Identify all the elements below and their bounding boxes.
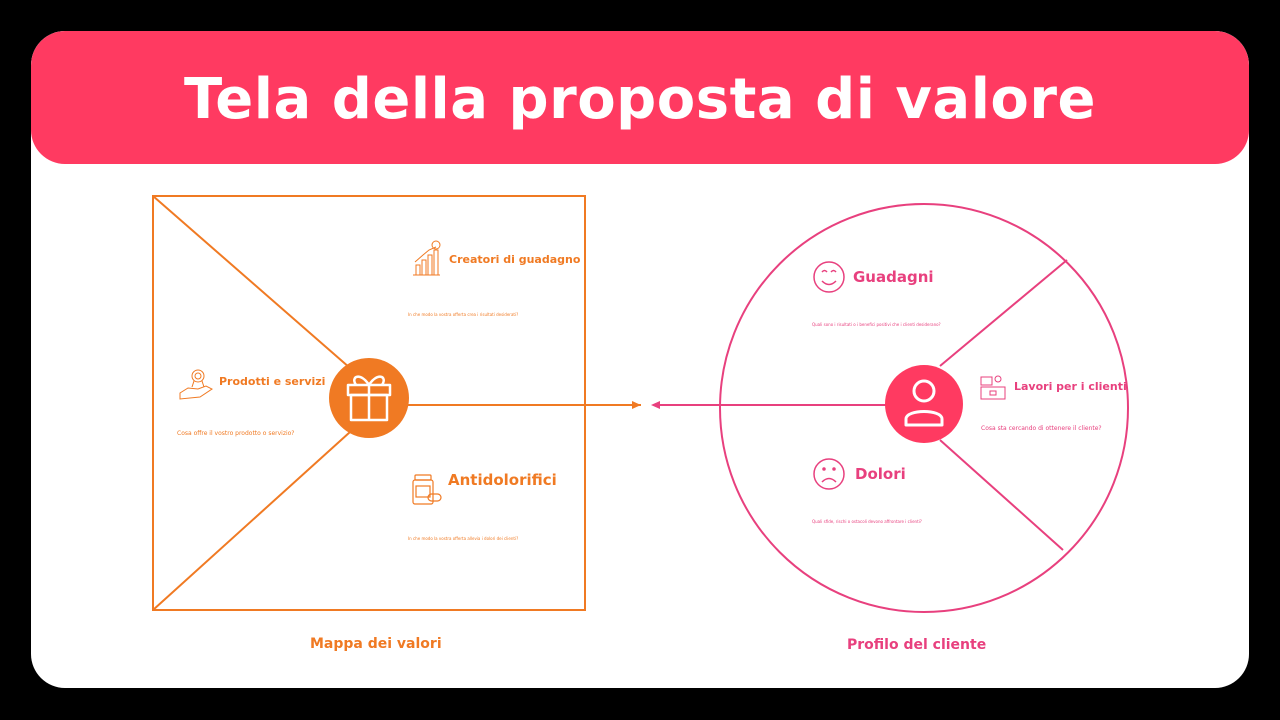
prodotti-label: Prodotti e servizi: [219, 375, 326, 388]
title-banner: [31, 31, 1249, 164]
guadagni-label: Guadagni: [853, 268, 934, 286]
prodotti-description: Cosa offre il vostro prodotto o servizio…: [177, 430, 295, 437]
arrow-head-left: [651, 401, 660, 409]
antidolorifici-description: In che modo la vostra offerta allevia i …: [408, 536, 519, 541]
arrow-head-right: [632, 401, 641, 409]
creatori-label: Creatori di guadagno: [449, 253, 581, 266]
customer-profile-caption: Profilo del cliente: [847, 637, 987, 653]
customer-profile-divider-bottom: [939, 439, 1064, 551]
guadagni-description: Quali sono i risultati o i benefici posi…: [812, 322, 941, 327]
page-title: Tela della proposta di valore: [184, 67, 1096, 132]
value-map-shape: [152, 195, 641, 611]
lavori-label: Lavori per i clienti: [1014, 380, 1127, 393]
bar-chart-growth-icon: [413, 240, 441, 276]
customer-profile-center-circle: [885, 365, 963, 443]
person-icon: [904, 379, 944, 427]
dolori-label: Dolori: [855, 465, 906, 483]
workstation-icon: [980, 375, 1006, 400]
customer-profile-shape: [660, 203, 1129, 613]
frown-icon: [813, 458, 845, 490]
value-map-diagonal-top: [152, 195, 351, 369]
value-map-caption: Mappa dei valori: [310, 636, 442, 652]
lavori-description: Cosa sta cercando di ottenere il cliente…: [981, 425, 1102, 432]
smile-icon: [813, 261, 845, 293]
creatori-description: In che modo la vostra offerta crea i ris…: [408, 312, 519, 317]
value-map-square: [152, 195, 586, 611]
dolori-description: Quali sfide, rischi o ostacoli devono af…: [812, 519, 922, 524]
gift-icon: [346, 375, 392, 422]
canvas-card: Tela della proposta di valore: [31, 31, 1249, 688]
medicine-icon: [412, 474, 442, 505]
customer-profile-circle: [719, 203, 1129, 613]
antidolorifici-label: Antidolorifici: [448, 471, 557, 489]
value-map-diagonal-bottom: [152, 431, 351, 611]
hand-award-icon: [179, 369, 213, 400]
customer-profile-divider-top: [939, 259, 1068, 367]
